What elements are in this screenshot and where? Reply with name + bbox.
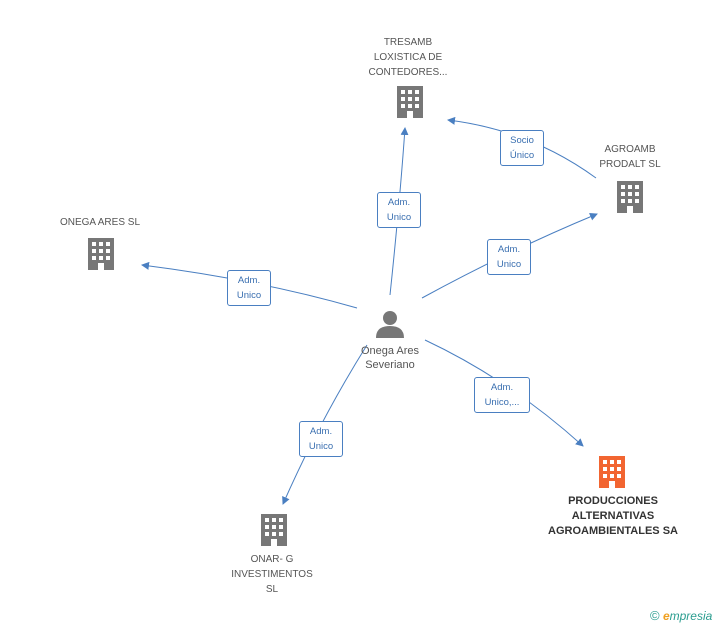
edge-label-person-onar: Adm. Unico xyxy=(299,421,343,457)
edge-label-person-tresamb: Adm. Unico xyxy=(377,192,421,228)
copyright-symbol: © xyxy=(650,608,660,623)
node-label-producciones[interactable]: PRODUCCIONES ALTERNATIVAS AGROAMBIENTALE… xyxy=(548,495,678,537)
tresamb-building-icon[interactable] xyxy=(397,86,423,118)
edge-label-person-agroamb: Adm. Unico xyxy=(487,239,531,275)
person-icon[interactable] xyxy=(376,311,404,338)
brand-e: e xyxy=(662,609,670,623)
empresia-logo[interactable]: © empresia xyxy=(650,608,712,623)
brand-rest: mpresia xyxy=(669,609,713,623)
node-label-agroamb[interactable]: AGROAMB PRODALT SL xyxy=(599,144,661,170)
edge-label-person-onega: Adm. Unico xyxy=(227,270,271,306)
node-label-onar[interactable]: ONAR- G INVESTIMENTOS SL xyxy=(231,554,313,595)
producciones-building-icon[interactable] xyxy=(599,456,625,488)
agroamb-building-icon[interactable] xyxy=(617,181,643,213)
edge-label-agroamb-tresamb: Socio Único xyxy=(500,130,544,166)
node-label-person[interactable]: Onega Ares Severiano xyxy=(360,345,420,371)
edge-label-person-producciones: Adm. Unico,... xyxy=(474,377,530,413)
onar-building-icon[interactable] xyxy=(261,514,287,546)
onega-ares-building-icon[interactable] xyxy=(88,238,114,270)
node-label-onega-ares-sl[interactable]: ONEGA ARES SL xyxy=(59,217,141,228)
node-label-tresamb[interactable]: TRESAMB LOXISTICA DE CONTEDORES... xyxy=(368,37,448,78)
